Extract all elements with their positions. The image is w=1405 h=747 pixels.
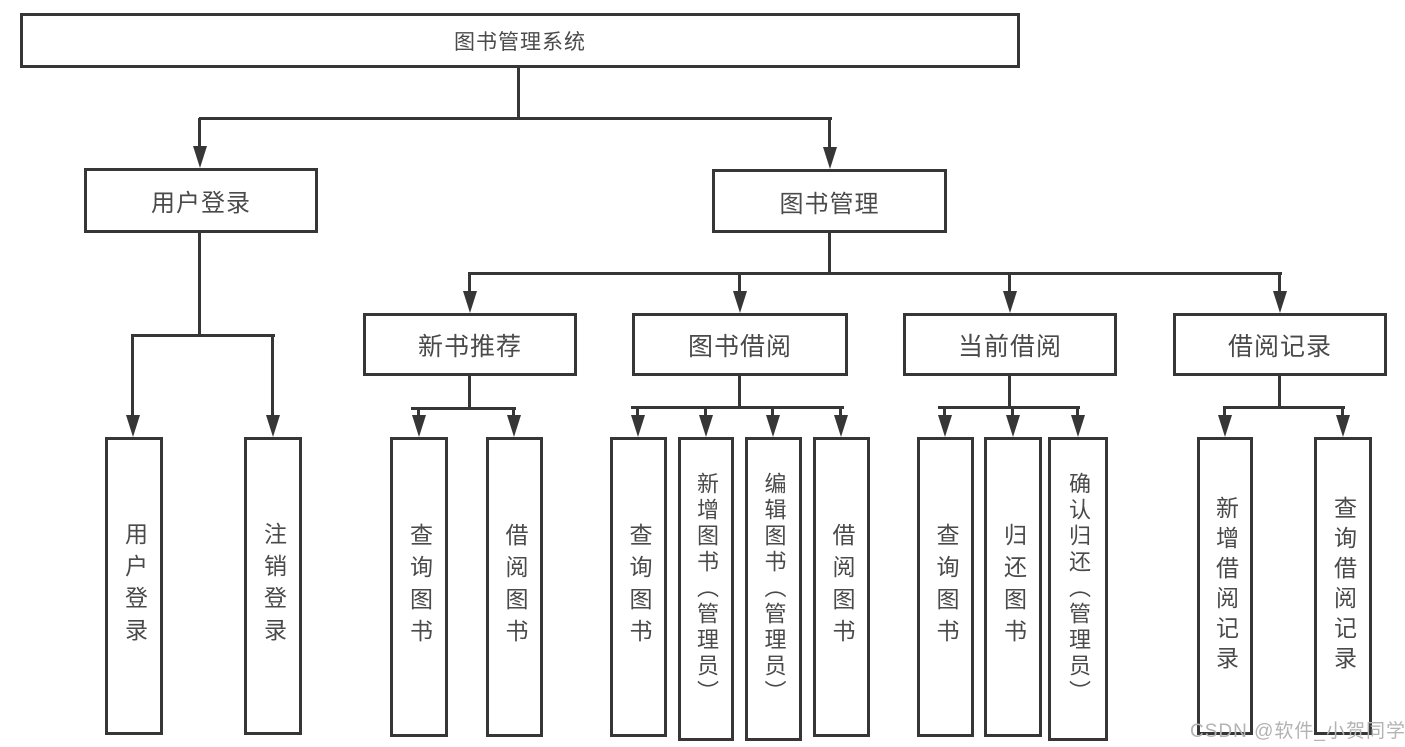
node-user-login: 用户登录 — [84, 168, 318, 233]
node-records-label: 借阅记录 — [1227, 332, 1332, 361]
leaf-logout: 注销登录 — [244, 437, 302, 735]
node-user-login-label: 用户登录 — [151, 190, 251, 217]
arrow-to-records — [1272, 274, 1288, 313]
node-borrow: 图书借阅 — [632, 313, 848, 376]
leaf-current-confirm: 确认归还（管理员） — [1048, 437, 1108, 741]
leaf-current-query-label: 查询图书 — [933, 523, 959, 651]
connector-records-rail — [1223, 406, 1345, 409]
arrow-borrow-3 — [765, 408, 781, 437]
node-book-mgmt: 图书管理 — [712, 169, 947, 233]
node-current-label: 当前借阅 — [957, 332, 1062, 361]
leaf-records-add-label: 新增借阅记录 — [1212, 496, 1239, 676]
leaf-new-books-borrow: 借阅图书 — [486, 437, 543, 737]
leaf-borrow-add: 新增图书（管理员） — [678, 437, 734, 741]
arrow-current-1 — [937, 408, 953, 437]
arrow-current-3 — [1070, 408, 1086, 437]
csdn-watermark: CSDN @软件_小贺同学 — [1190, 721, 1405, 742]
node-root: 图书管理系统 — [20, 13, 1020, 68]
connector-borrow-stub — [738, 376, 741, 409]
arrow-to-user-login — [192, 118, 208, 168]
leaf-borrow-add-label: 新增图书（管理员） — [694, 472, 719, 706]
leaf-borrow-query: 查询图书 — [610, 437, 667, 737]
leaf-borrow-query-label: 查询图书 — [626, 523, 652, 651]
arrow-borrow-4 — [833, 408, 849, 437]
leaf-new-books-query-label: 查询图书 — [406, 523, 433, 651]
connector-new-books-stub — [468, 376, 471, 410]
leaf-user-login-label: 用户登录 — [121, 522, 148, 650]
leaf-records-query: 查询借阅记录 — [1314, 437, 1372, 735]
node-borrow-label: 图书借阅 — [687, 332, 792, 361]
arrow-borrow-2 — [698, 408, 714, 437]
leaf-borrow-borrow-label: 借阅图书 — [829, 523, 855, 651]
leaf-current-return: 归还图书 — [984, 437, 1042, 737]
arrow-new-books-2 — [506, 409, 522, 437]
leaf-borrow-edit: 编辑图书（管理员） — [745, 437, 802, 741]
arrow-borrow-1 — [630, 408, 646, 437]
leaf-logout-label: 注销登录 — [260, 522, 287, 650]
node-root-label: 图书管理系统 — [454, 30, 586, 54]
connector-current-rail — [938, 406, 1080, 409]
arrow-to-login — [125, 336, 141, 437]
leaf-current-return-label: 归还图书 — [1000, 523, 1027, 651]
leaf-borrow-edit-label: 编辑图书（管理员） — [761, 472, 787, 706]
connector-borrow-rail — [631, 406, 844, 409]
connector-current-stub — [1008, 376, 1011, 409]
leaf-records-add: 新增借阅记录 — [1197, 437, 1253, 735]
connector-root-trunk — [517, 65, 520, 120]
arrow-to-borrow — [732, 274, 748, 313]
leaf-current-confirm-label: 确认归还（管理员） — [1066, 472, 1091, 706]
connector-level1-rail — [199, 117, 832, 120]
node-current: 当前借阅 — [903, 313, 1117, 376]
arrow-new-books-1 — [411, 409, 427, 437]
arrow-records-2 — [1335, 408, 1351, 437]
node-new-books-label: 新书推荐 — [417, 332, 522, 361]
arrow-to-new-books — [462, 274, 478, 313]
connector-new-books-rail — [411, 407, 516, 410]
arrow-to-current — [1002, 274, 1018, 313]
arrow-current-2 — [1005, 408, 1021, 437]
connector-user-login-rail — [131, 334, 275, 337]
leaf-user-login: 用户登录 — [105, 437, 163, 735]
connector-level2-rail — [468, 272, 1282, 275]
leaf-new-books-query: 查询图书 — [390, 437, 448, 737]
node-book-mgmt-label: 图书管理 — [779, 190, 880, 218]
connector-records-stub — [1278, 376, 1281, 409]
node-records: 借阅记录 — [1173, 313, 1387, 376]
connector-book-mgmt-stub — [828, 233, 831, 275]
leaf-records-query-label: 查询借阅记录 — [1330, 496, 1357, 676]
node-new-books: 新书推荐 — [363, 313, 577, 376]
leaf-new-books-borrow-label: 借阅图书 — [502, 523, 528, 651]
arrow-records-1 — [1217, 408, 1233, 437]
arrow-to-book-mgmt — [822, 118, 838, 169]
leaf-borrow-borrow: 借阅图书 — [813, 437, 870, 737]
leaf-current-query: 查询图书 — [917, 437, 974, 737]
connector-user-login-stub — [198, 233, 201, 337]
arrow-to-logout — [265, 336, 281, 437]
